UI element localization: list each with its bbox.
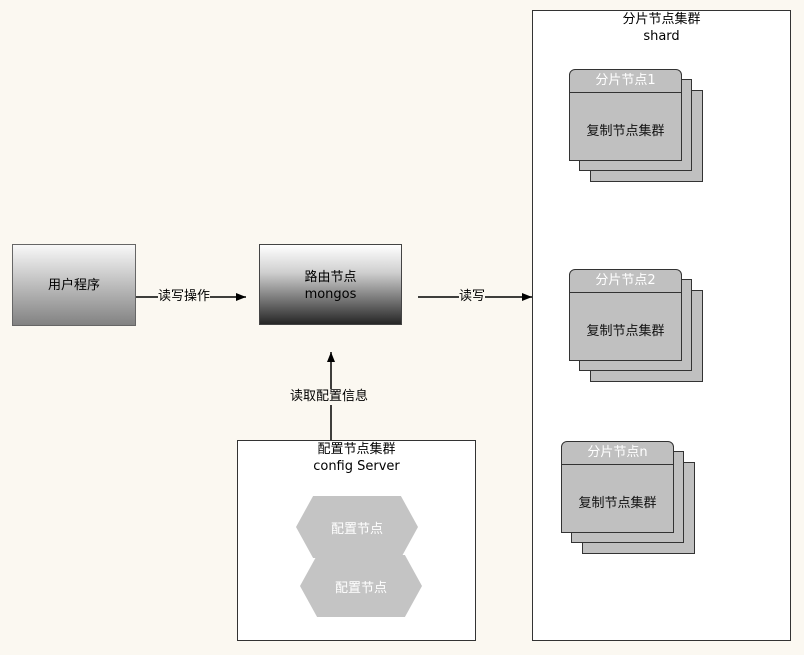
config-node-label: 配置节点	[330, 521, 383, 537]
edge-label-config-router: 读取配置信息	[290, 389, 369, 405]
shard-node-tab: 分片节点2	[570, 270, 681, 293]
config-cluster-title: 配置节点集群	[317, 442, 396, 457]
shard-node-2[interactable]: 分片节点2 复制节点集群	[569, 269, 703, 383]
config-node-label: 配置节点	[334, 580, 387, 596]
client-program-label: 用户程序	[47, 277, 100, 293]
shard-node-card-front: 分片节点n 复制节点集群	[561, 441, 674, 533]
edge-label-client-router: 读写操作	[158, 289, 211, 305]
shard-node-card-front: 分片节点1 复制节点集群	[569, 69, 682, 161]
shard-cluster-subtitle: shard	[643, 29, 680, 44]
shard-node-card-front: 分片节点2 复制节点集群	[569, 269, 682, 361]
shard-node-1[interactable]: 分片节点1 复制节点集群	[569, 69, 703, 183]
edge-label-router-shard: 读写	[459, 289, 486, 305]
config-cluster-panel: 配置节点集群 config Server 配置节点 配置节点	[237, 440, 476, 641]
config-cluster-subtitle: config Server	[313, 459, 400, 474]
shard-node-n[interactable]: 分片节点n 复制节点集群	[561, 441, 695, 555]
shard-node-tab: 分片节点n	[562, 442, 673, 465]
config-node-2[interactable]: 配置节点	[300, 555, 422, 617]
shard-cluster-panel: 分片节点集群 shard 分片节点1 复制节点集群 分片节点2 复制节点集群 分…	[532, 10, 791, 641]
client-program-node[interactable]: 用户程序	[12, 244, 136, 326]
shard-node-body: 复制节点集群	[586, 324, 665, 339]
router-node[interactable]: 路由节点 mongos	[259, 244, 402, 325]
config-node-1[interactable]: 配置节点	[296, 496, 418, 558]
shard-node-tab: 分片节点1	[570, 70, 681, 93]
shard-node-body: 复制节点集群	[578, 496, 657, 511]
router-title: 路由节点	[304, 270, 357, 285]
shard-cluster-title: 分片节点集群	[622, 12, 701, 27]
router-subtitle: mongos	[304, 287, 357, 302]
shard-node-body: 复制节点集群	[586, 124, 665, 139]
